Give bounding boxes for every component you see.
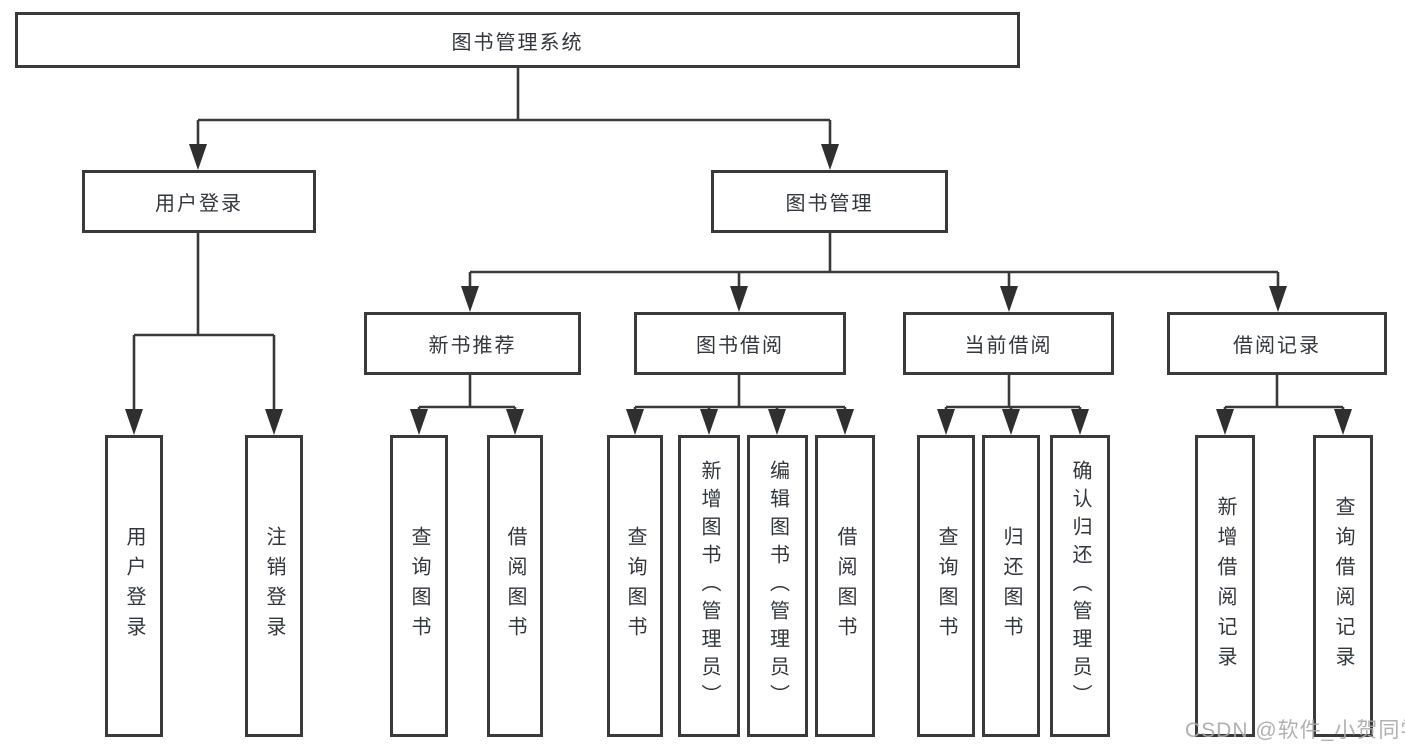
node-label: 当前借阅 <box>964 335 1053 357</box>
node-book-borrow: 图书借阅 <box>634 312 846 375</box>
leaf-edit-books-admin: 编辑图书（管理员） <box>747 435 808 737</box>
leaf-label: 归还图书 <box>1000 526 1022 646</box>
node-label: 图书管理 <box>785 193 874 215</box>
leaf-label: 借阅图书 <box>504 526 526 646</box>
leaf-query-books-current: 查询图书 <box>917 435 975 737</box>
node-label: 图书管理系统 <box>451 31 584 54</box>
node-borrow-records: 借阅记录 <box>1167 312 1387 375</box>
node-current-borrow: 当前借阅 <box>903 312 1114 375</box>
node-label: 图书借阅 <box>696 335 784 357</box>
leaf-label: 确认归还（管理员） <box>1069 460 1091 712</box>
leaf-query-books-recommend: 查询图书 <box>390 435 448 737</box>
leaf-label: 注销登录 <box>263 526 285 646</box>
leaf-confirm-return-admin: 确认归还（管理员） <box>1050 435 1110 737</box>
leaf-user-login: 用户登录 <box>105 435 163 737</box>
leaf-logout: 注销登录 <box>245 435 303 737</box>
leaf-label: 编辑图书（管理员） <box>766 460 789 712</box>
leaf-borrow-books: 借阅图书 <box>815 435 875 737</box>
node-label: 用户登录 <box>155 193 243 215</box>
node-system-root: 图书管理系统 <box>15 12 1020 68</box>
node-book-management: 图书管理 <box>711 170 948 233</box>
leaf-borrow-books-recommend: 借阅图书 <box>487 435 543 737</box>
leaf-return-books: 归还图书 <box>982 435 1040 737</box>
node-user-login: 用户登录 <box>82 170 316 233</box>
csdn-watermark: CSDN @软件_小贺同学 <box>1185 719 1405 742</box>
leaf-add-borrow-record: 新增借阅记录 <box>1195 435 1255 737</box>
leaf-label: 查询图书 <box>935 526 957 646</box>
node-label: 新书推荐 <box>428 335 517 357</box>
leaf-label: 查询借阅记录 <box>1332 496 1354 676</box>
leaf-label: 用户登录 <box>123 526 145 646</box>
leaf-label: 查询图书 <box>624 526 646 646</box>
leaf-query-borrow-record: 查询借阅记录 <box>1313 435 1373 737</box>
leaf-label: 查询图书 <box>408 526 430 646</box>
leaf-label: 借阅图书 <box>834 526 856 646</box>
leaf-label: 新增图书（管理员） <box>698 460 720 712</box>
node-new-book-recommend: 新书推荐 <box>364 312 581 375</box>
node-label: 借阅记录 <box>1233 335 1321 357</box>
leaf-add-books-admin: 新增图书（管理员） <box>678 435 740 737</box>
leaf-query-books-borrow: 查询图书 <box>607 435 663 737</box>
leaf-label: 新增借阅记录 <box>1214 496 1236 676</box>
